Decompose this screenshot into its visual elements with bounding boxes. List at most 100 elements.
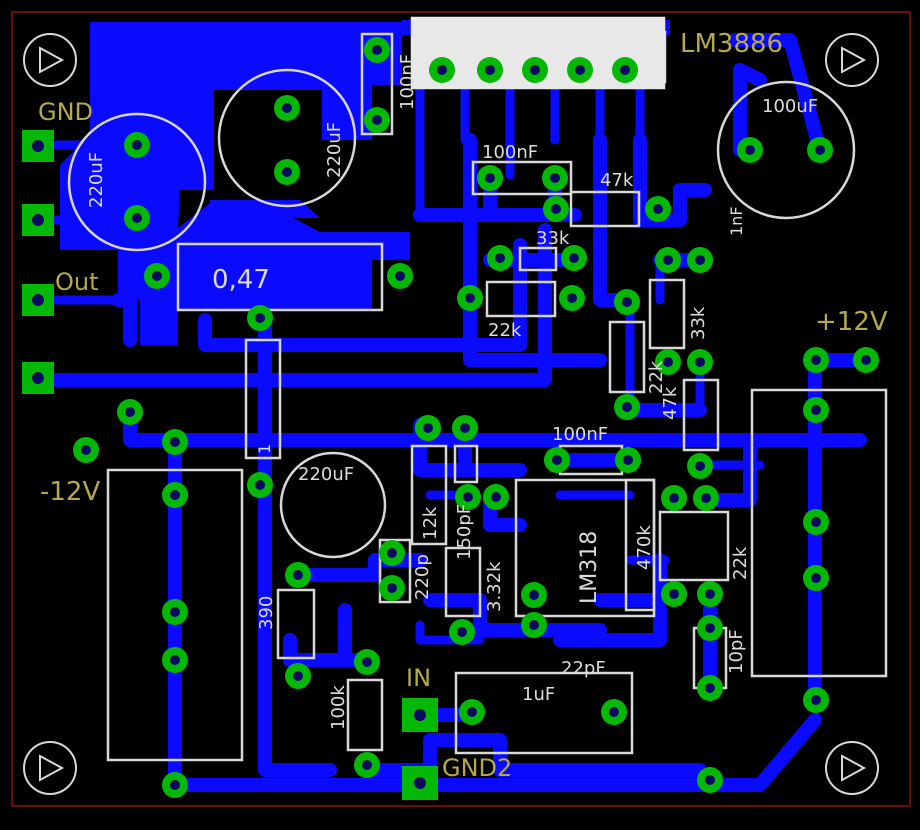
pad-hole-66 xyxy=(609,707,619,717)
pad-hole-21 xyxy=(663,255,673,265)
pad-hole-17 xyxy=(551,204,561,214)
label-22pF: 22pF xyxy=(561,658,606,679)
pad-hole-58 xyxy=(362,760,372,770)
pad-hole-50 xyxy=(463,492,473,502)
pad-hole-28 xyxy=(622,402,632,412)
label-1uF: 1uF xyxy=(522,684,555,705)
pad-hole-9 xyxy=(282,103,292,113)
pad-hole-22 xyxy=(695,255,705,265)
label-220uF-left: 220uF xyxy=(86,152,107,208)
label-10pF: 10pF xyxy=(726,629,747,674)
label-in: IN xyxy=(406,664,431,692)
pad-hole-60 xyxy=(701,493,711,503)
pad-hole-63 xyxy=(705,623,715,633)
label-100uF: 100uF xyxy=(762,96,818,117)
label-100k: 100k xyxy=(328,685,349,730)
pad-hole-26 xyxy=(695,357,705,367)
pad-hole-20 xyxy=(569,253,579,263)
pad-hole-31 xyxy=(255,480,265,490)
connector-holes xyxy=(32,140,426,789)
pad-hole-8 xyxy=(132,213,142,223)
pad-hole-16 xyxy=(550,173,560,183)
pad-hole-24 xyxy=(567,293,577,303)
pad-hole-35 xyxy=(170,490,180,500)
pad-hole-12 xyxy=(815,145,825,155)
pad-hole-38 xyxy=(170,780,180,790)
pad-hole-49 xyxy=(460,423,470,433)
pad-hole-36 xyxy=(170,607,180,617)
pad-hole-29 xyxy=(695,461,705,471)
pad-hole-48 xyxy=(423,423,433,433)
pad-hole-45 xyxy=(705,775,715,785)
label-3.32k: 3.32k xyxy=(484,561,505,612)
pad-hole-39 xyxy=(811,355,821,365)
board-outline xyxy=(11,11,911,807)
pad-hole-37 xyxy=(170,655,180,665)
label-47k-top: 47k xyxy=(600,170,634,191)
label-gnd: GND xyxy=(38,98,93,126)
pad-hole-1 xyxy=(372,115,382,125)
label-12k: 12k xyxy=(420,506,441,540)
pad-hole-54 xyxy=(293,570,303,580)
pad-hole-14 xyxy=(395,271,405,281)
pad-hole-52 xyxy=(387,548,397,558)
label-33k-a: 33k xyxy=(536,228,570,249)
pad-hole-30 xyxy=(255,313,265,323)
label-47k-b: 47k xyxy=(660,386,681,420)
label-minus12v: -12V xyxy=(40,477,100,507)
pad-hole-0 xyxy=(372,45,382,55)
label-0.47: 0,47 xyxy=(212,265,270,295)
label-33k-b: 33k xyxy=(688,306,709,340)
pad-hole-40 xyxy=(861,355,871,365)
pad-hole-32 xyxy=(125,407,135,417)
label-390: 390 xyxy=(256,596,277,630)
pad-hole-41 xyxy=(811,405,821,415)
pad-hole-65 xyxy=(467,707,477,717)
pad-hole-44 xyxy=(811,695,821,705)
label-out: Out xyxy=(55,268,99,296)
pad-hole-53 xyxy=(387,583,397,593)
pad-hole-59 xyxy=(669,493,679,503)
label-470k: 470k xyxy=(634,525,655,570)
label-1: 1 xyxy=(255,444,274,454)
pad-hole-62 xyxy=(705,589,715,599)
pad-hole-6 xyxy=(620,65,630,75)
pad-hole-7 xyxy=(132,140,142,150)
pad-hole-43 xyxy=(811,573,821,583)
label-lm318: LM318 xyxy=(577,531,602,604)
pad-hole-27 xyxy=(622,297,632,307)
pad-hole-42 xyxy=(811,517,821,527)
label-150pF: 150pF xyxy=(454,504,475,560)
label-220uF-mid: 220uF xyxy=(324,122,345,178)
pad-hole-55 xyxy=(293,671,303,681)
mounting-holes xyxy=(23,33,879,795)
pad-hole-34 xyxy=(170,437,180,447)
pad-hole-10 xyxy=(282,167,292,177)
pad-hole-18 xyxy=(653,204,663,214)
pad-hole-11 xyxy=(745,145,755,155)
label-gnd2: GND2 xyxy=(442,754,512,782)
label-100nF-top: 100nF xyxy=(397,54,418,110)
label-220uF-low: 220uF xyxy=(298,464,354,485)
pad-hole-33 xyxy=(81,445,91,455)
pad-hole-47 xyxy=(623,455,633,465)
pad-hole-64 xyxy=(705,683,715,693)
pad-hole-19 xyxy=(495,253,505,263)
pad-hole-67 xyxy=(529,590,539,600)
round-pads xyxy=(73,37,879,798)
pad-hole-61 xyxy=(669,589,679,599)
label-plus12v: +12V xyxy=(815,307,888,337)
pad-hole-23 xyxy=(465,293,475,303)
pad-hole-25 xyxy=(663,357,673,367)
pad-hole-13 xyxy=(152,271,162,281)
label-22k-a: 22k xyxy=(488,320,522,341)
label-1nF: 1nF xyxy=(727,206,746,236)
label-100nF-low: 100nF xyxy=(552,424,608,445)
pad-hole-3 xyxy=(485,65,495,75)
pad-hole-15 xyxy=(485,173,495,183)
pad-hole-2 xyxy=(437,65,447,75)
component-labels: GND Out +12V -12V IN GND2 LM3886 100uF 1… xyxy=(38,29,888,782)
pad-hole-57 xyxy=(362,657,372,667)
